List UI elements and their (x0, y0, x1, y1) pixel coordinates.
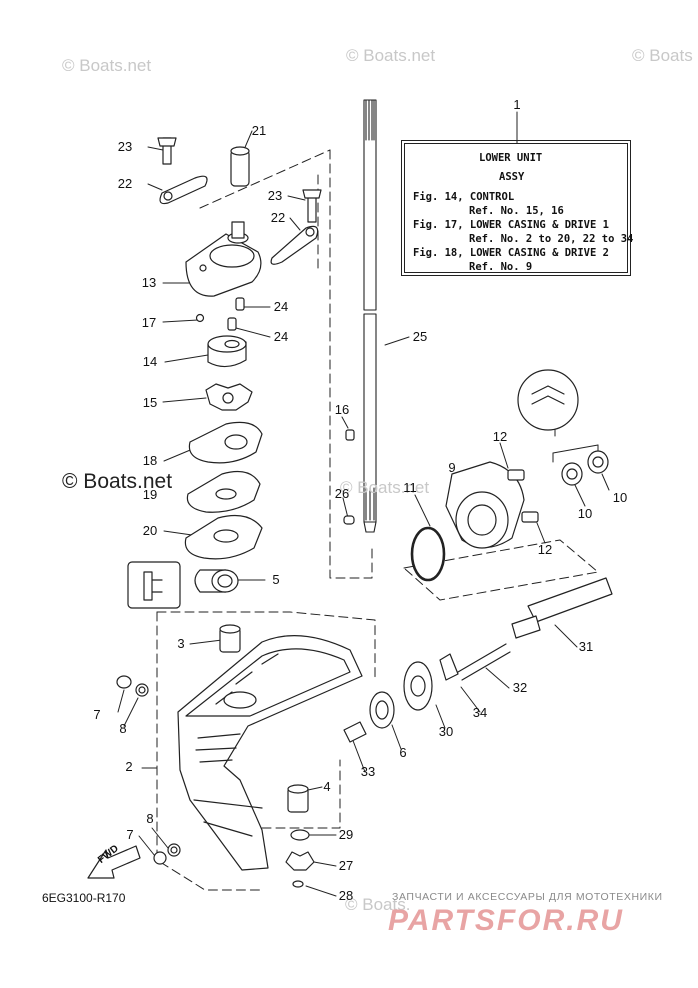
callout-22-right: 22 (270, 210, 286, 225)
drawing-code: 6EG3100-R170 (42, 891, 126, 905)
callout-8-upper: 8 (119, 721, 127, 736)
assembly-boundary-lines (156, 149, 599, 891)
callout-25: 25 (412, 329, 428, 344)
drive-shaft-25 (363, 99, 377, 533)
ref-box-subtitle: ASSY (499, 171, 525, 183)
callout-18: 18 (142, 453, 158, 468)
seal-detail-5 (127, 561, 241, 653)
callout-20: 20 (142, 523, 158, 538)
callout-19: 19 (142, 487, 158, 502)
watermark-mid-left: © Boats.net (62, 470, 173, 493)
ref-box-line5: Fig. 18, LOWER CASING & DRIVE 2 (413, 247, 609, 259)
callout-23-left: 23 (117, 139, 133, 154)
callout-13: 13 (141, 275, 157, 290)
lower-casing-2 (177, 635, 363, 871)
watermark-mid-center: © Boats.net (340, 478, 430, 497)
callout-3: 3 (177, 636, 185, 651)
callout-24-lower: 24 (273, 329, 289, 344)
callout-30: 30 (438, 724, 454, 739)
watermark-top-center: © Boats.net (346, 46, 436, 65)
callout-12-lower: 12 (537, 542, 553, 557)
callout-7-upper: 7 (93, 707, 101, 722)
callout-16: 16 (334, 402, 350, 417)
fwd-arrow-icon (87, 845, 141, 879)
callout-9: 9 (448, 460, 456, 475)
impeller-and-plates (184, 335, 263, 560)
callout-31: 31 (578, 639, 594, 654)
callout-11: 11 (403, 480, 417, 495)
callout-2: 2 (125, 759, 133, 774)
callout-29: 29 (338, 827, 354, 842)
callout-22-left: 22 (117, 176, 133, 191)
ref-box-line2: Ref. No. 15, 16 (469, 205, 564, 217)
ref-box-line3: Fig. 17, LOWER CASING & DRIVE 1 (413, 219, 609, 231)
brand-subtitle: ЗАПЧАСТИ И АКСЕССУАРЫ ДЛЯ МОТОТЕХНИКИ (392, 891, 663, 903)
watermark-top-left: © Boats.net (62, 56, 152, 75)
callout-24-upper: 24 (273, 299, 289, 314)
callout-8-lower: 8 (146, 811, 154, 826)
callout-23-right: 23 (267, 188, 283, 203)
reference-box: LOWER UNIT ASSY Fig. 14, CONTROL Ref. No… (401, 140, 633, 276)
callout-21: 21 (251, 123, 267, 138)
gear-housing-parts (343, 369, 613, 743)
small-bottom-parts (116, 429, 355, 888)
callout-32: 32 (512, 680, 528, 695)
callout-15: 15 (142, 395, 158, 410)
callout-17: 17 (141, 315, 157, 330)
callout-27: 27 (338, 858, 354, 873)
ref-box-title: LOWER UNIT (479, 152, 543, 164)
callout-10-left: 10 (577, 506, 593, 521)
callout-4: 4 (323, 779, 331, 794)
watermark-top-right: © Boats (632, 46, 693, 65)
callout-7-lower: 7 (126, 827, 134, 842)
callout-28: 28 (338, 888, 354, 903)
callout-26: 26 (334, 486, 350, 501)
ref-box-line1: Fig. 14, CONTROL (413, 191, 515, 203)
callout-5: 5 (272, 572, 280, 587)
callout-33: 33 (360, 764, 376, 779)
callout-34: 34 (472, 705, 488, 720)
watermark-bottom-center: © Boats. (345, 895, 411, 914)
callout-1: 1 (513, 97, 521, 112)
callout-12-upper: 12 (492, 429, 508, 444)
callout-14: 14 (142, 354, 158, 369)
callout-10-right: 10 (612, 490, 628, 505)
callout-6: 6 (399, 745, 407, 760)
pump-case-parts (157, 137, 322, 331)
ref-box-line6: Ref. No. 9 (469, 261, 533, 273)
ref-box-line4: Ref. No. 2 to 20, 22 to 34 (469, 233, 634, 245)
brand-logo: PARTSFOR.RU (388, 904, 624, 937)
